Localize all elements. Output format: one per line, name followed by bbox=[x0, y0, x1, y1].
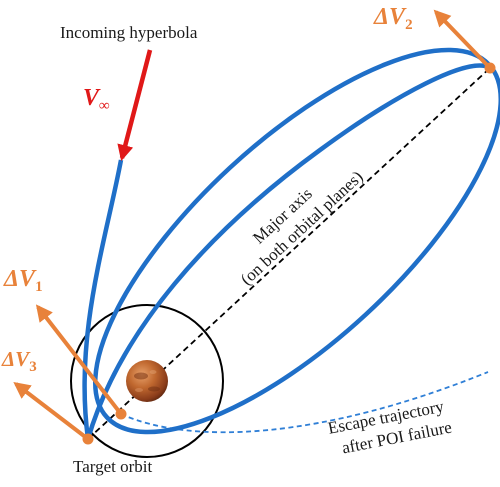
delta-v3-arrow bbox=[13, 381, 90, 441]
incoming-hyperbola-curve bbox=[82, 159, 124, 440]
target-orbit-circle bbox=[70, 304, 224, 458]
target-orbit-node bbox=[82, 433, 94, 445]
v-infinity-arrow bbox=[117, 49, 153, 162]
delta-v1-label: ΔV1 bbox=[3, 266, 43, 295]
delta-v1-main: ΔV bbox=[3, 266, 37, 292]
target-orbit-label: Target orbit bbox=[73, 457, 152, 476]
delta-v2-subscript: 2 bbox=[405, 17, 413, 33]
delta-v3-label: ΔV3 bbox=[1, 347, 37, 375]
delta-v2-label: ΔV2 bbox=[373, 4, 413, 33]
incoming-hyperbola-label: Incoming hyperbola bbox=[60, 23, 198, 42]
delta-v1-arrow bbox=[35, 304, 123, 416]
periapsis-node bbox=[115, 408, 127, 420]
delta-v3-main: ΔV bbox=[1, 347, 31, 371]
v-infinity-label: V∞ bbox=[83, 85, 110, 114]
mars-planet-icon bbox=[126, 360, 168, 402]
v-infinity-subscript: ∞ bbox=[99, 98, 110, 114]
delta-v1-subscript: 1 bbox=[35, 279, 43, 295]
delta-v3-subscript: 3 bbox=[29, 359, 37, 375]
escape-trajectory-curve bbox=[120, 371, 489, 434]
outer-orbit-curve bbox=[85, 63, 492, 440]
v-infinity-symbol: V bbox=[83, 85, 101, 111]
delta-v2-main: ΔV bbox=[373, 4, 407, 30]
delta-v2-arrow bbox=[433, 9, 492, 70]
apoapsis-node bbox=[484, 62, 496, 74]
